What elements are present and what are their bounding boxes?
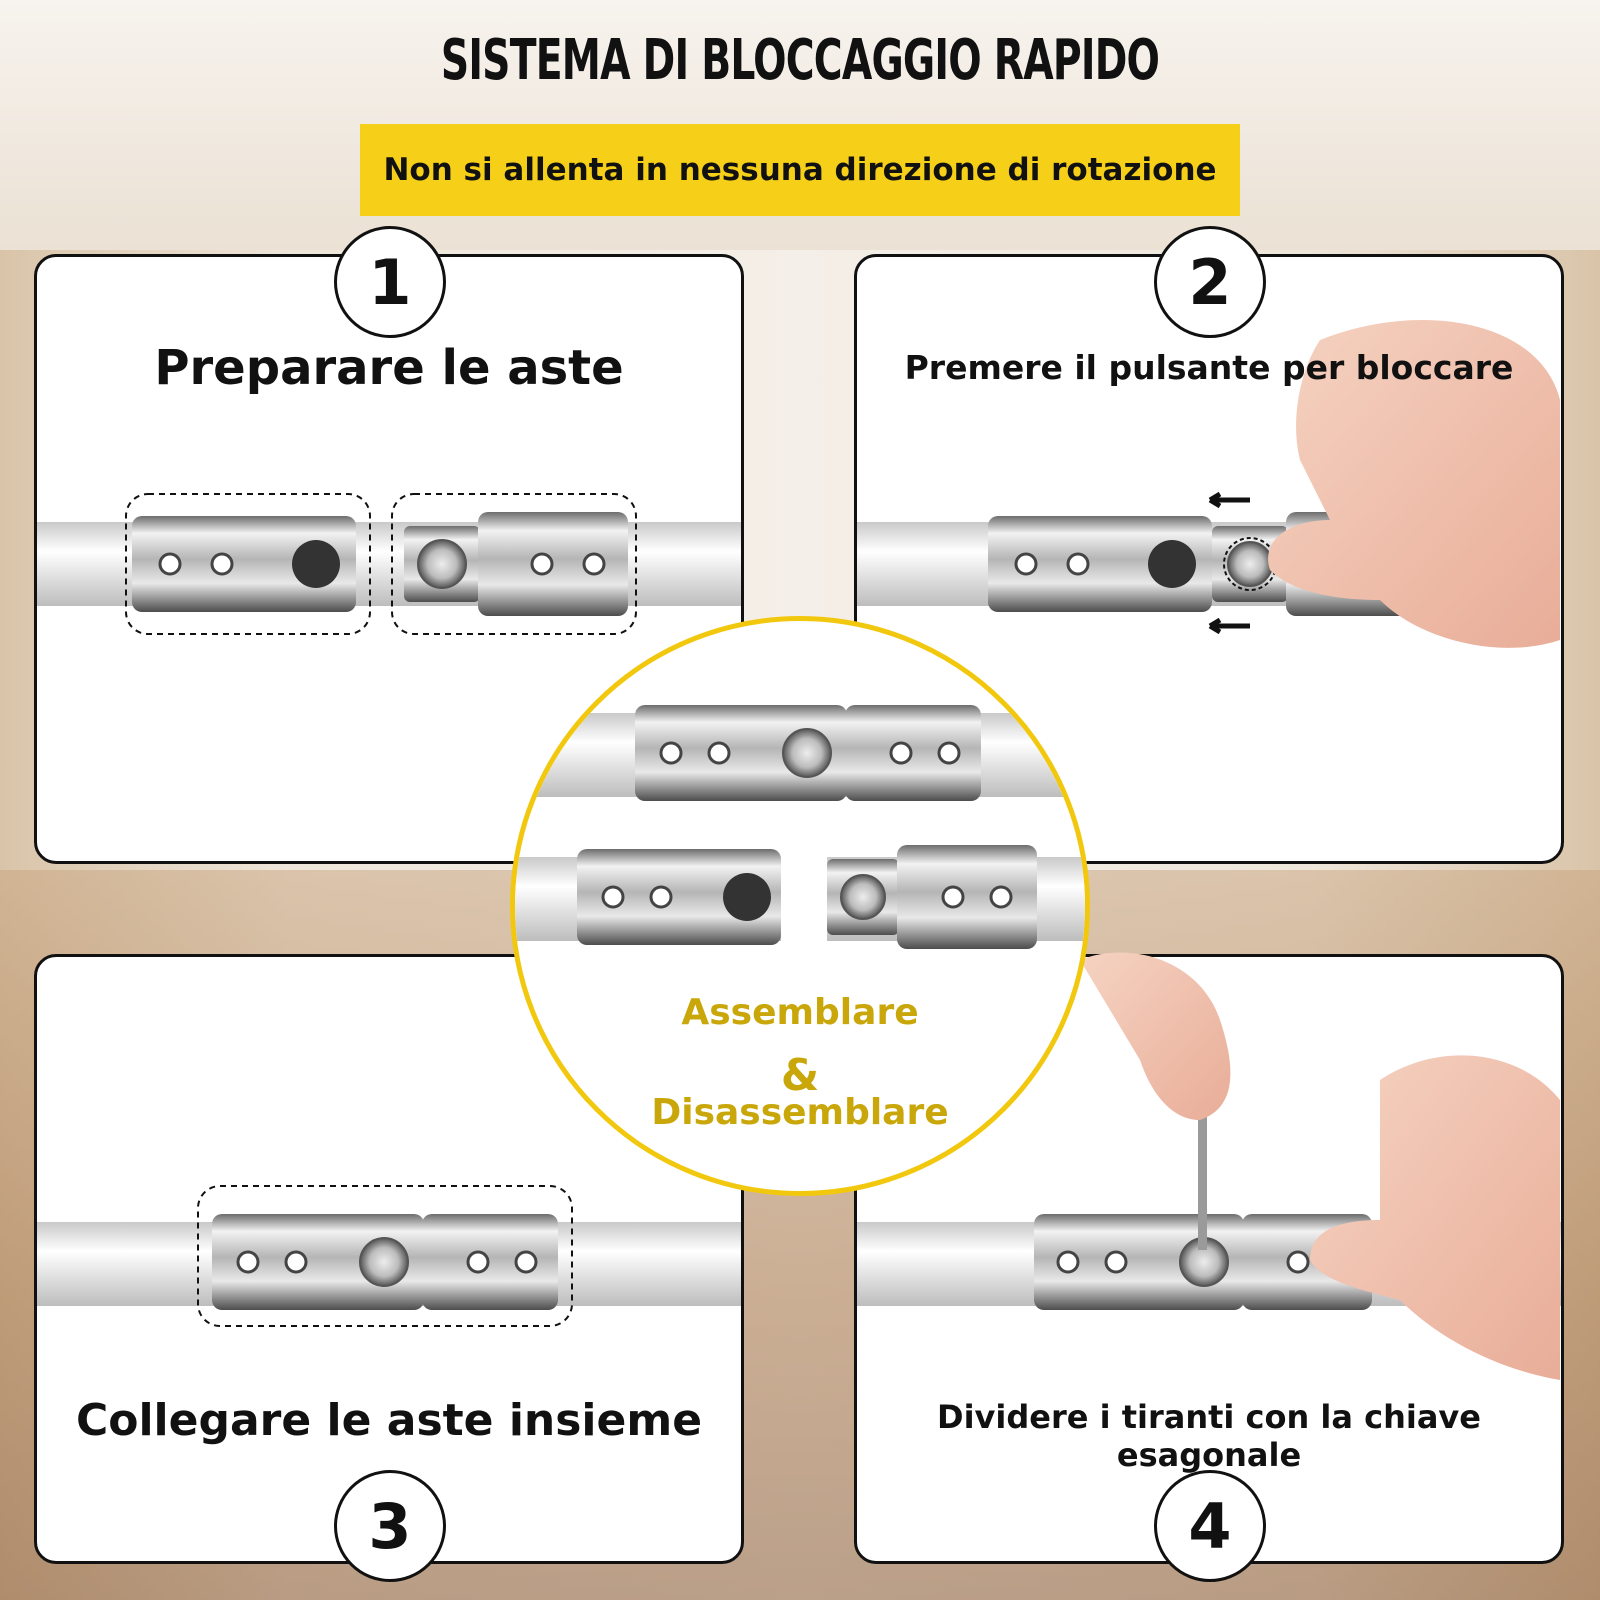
assemble-circle — [510, 616, 1090, 1196]
step-3-illustration — [37, 1185, 741, 1327]
ampersand-label: & — [780, 1050, 820, 1101]
step-4-illustration — [857, 952, 1561, 1380]
step-3-number: 3 — [334, 1470, 446, 1582]
assemble-illustration — [515, 705, 1085, 957]
step-2-number: 2 — [1154, 226, 1266, 338]
subtitle-text: Non si allenta in nessuna direzione di r… — [383, 152, 1217, 188]
subtitle-banner: Non si allenta in nessuna direzione di r… — [360, 124, 1240, 216]
page-title: SISTEMA DI BLOCCAGGIO RAPIDO — [440, 28, 1160, 93]
step-1-illustration — [37, 493, 741, 635]
disassemble-label: Disassemblare — [651, 1092, 949, 1133]
assemble-label: Assemblare — [681, 992, 919, 1033]
step-2-caption: Premere il pulsante per bloccare — [904, 348, 1514, 387]
step-4-caption: Dividere i tiranti con la chiave esagona… — [937, 1398, 1481, 1474]
step-1-caption: Preparare le aste — [154, 340, 624, 396]
step-4-number: 4 — [1154, 1470, 1266, 1582]
step-3-caption: Collegare le aste insieme — [75, 1395, 703, 1446]
step-2-illustration — [857, 320, 1560, 648]
step-1-number: 1 — [334, 226, 446, 338]
